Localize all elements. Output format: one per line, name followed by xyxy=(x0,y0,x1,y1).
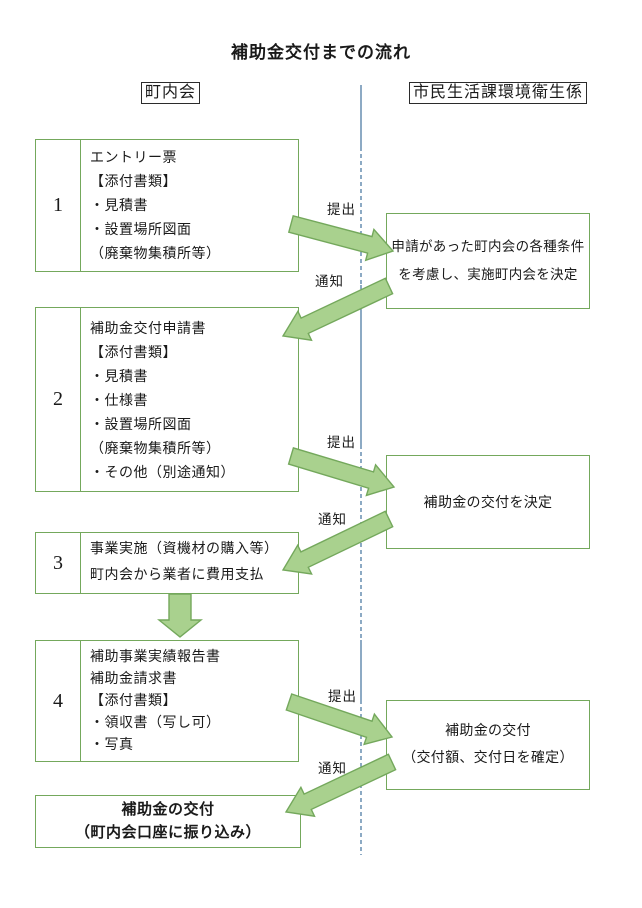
step-line: ・設置場所図面 xyxy=(90,418,192,433)
arrow-label-notify-1: 通知 xyxy=(315,274,344,289)
step-number: 1 xyxy=(36,140,81,271)
step-line: ・見積書 xyxy=(90,199,148,214)
step-line: 補助金請求書 xyxy=(90,672,177,687)
arrow-label-notify-2: 通知 xyxy=(318,512,347,527)
arrow-down-step3-to-step4 xyxy=(157,593,203,638)
arrow-submit-2 xyxy=(287,447,396,497)
step-number: 3 xyxy=(36,533,81,593)
arrow-submit-1 xyxy=(287,214,395,262)
office-box-grant-payment: 補助金の交付 （交付額、交付日を確定） xyxy=(386,700,590,790)
step-line: ・写真 xyxy=(90,738,134,753)
step-line: ・設置場所図面 xyxy=(90,223,192,238)
office-box-line: （交付額、交付日を確定） xyxy=(402,751,574,766)
step-content: 補助金交付申請書 【添付書類】 ・見積書 ・仕様書 ・設置場所図面 （廃棄物集積… xyxy=(81,308,298,491)
step-box-3: 3 事業実施（資機材の購入等） 町内会から業者に費用支払 xyxy=(35,532,299,594)
step-content: エントリー票 【添付書類】 ・見積書 ・設置場所図面 （廃棄物集積所等） xyxy=(81,140,298,271)
step-line: ・領収書（写し可） xyxy=(90,716,221,731)
final-box-line: 補助金の交付 xyxy=(121,801,215,818)
step-content: 補助事業実績報告書 補助金請求書 【添付書類】 ・領収書（写し可） ・写真 xyxy=(81,641,298,761)
step-line: エントリー票 xyxy=(90,151,177,166)
step-line: 補助事業実績報告書 xyxy=(90,650,221,665)
step-line: 【添付書類】 xyxy=(90,346,177,361)
step-line: （廃棄物集積所等） xyxy=(90,247,221,262)
page-title: 補助金交付までの流れ xyxy=(231,43,411,62)
office-box-decide-association: 申請があった町内会の各種条件 を考慮し、実施町内会を決定 xyxy=(386,213,590,309)
office-box-line: 補助金の交付を決定 xyxy=(423,496,553,511)
office-box-line: 申請があった町内会の各種条件 xyxy=(391,239,585,254)
arrow-label-submit-2: 提出 xyxy=(327,435,356,450)
step-box-4: 4 補助事業実績報告書 補助金請求書 【添付書類】 ・領収書（写し可） ・写真 xyxy=(35,640,299,762)
final-grant-box: 補助金の交付 （町内会口座に振り込み） xyxy=(35,795,301,848)
step-box-1: 1 エントリー票 【添付書類】 ・見積書 ・設置場所図面 （廃棄物集積所等） xyxy=(35,139,299,272)
column-header-neighborhood-association: 町内会 xyxy=(141,82,201,104)
office-box-decide-grant: 補助金の交付を決定 xyxy=(386,455,590,549)
office-box-line: を考慮し、実施町内会を決定 xyxy=(398,267,578,282)
office-box-line: 補助金の交付 xyxy=(445,724,531,739)
step-line: 【添付書類】 xyxy=(90,694,177,709)
step-number: 2 xyxy=(36,308,81,491)
step-number: 4 xyxy=(36,641,81,761)
step-box-2: 2 補助金交付申請書 【添付書類】 ・見積書 ・仕様書 ・設置場所図面 （廃棄物… xyxy=(35,307,299,492)
arrow-label-submit-1: 提出 xyxy=(327,202,356,217)
column-header-city-department: 市民生活課環境衛生係 xyxy=(409,82,588,104)
step-line: 補助金交付申請書 xyxy=(90,322,206,337)
step-line: ・その他（別途通知） xyxy=(90,466,235,481)
arrow-label-submit-3: 提出 xyxy=(328,689,357,704)
final-box-line: （町内会口座に振り込み） xyxy=(74,824,261,841)
step-content: 事業実施（資機材の購入等） 町内会から業者に費用支払 xyxy=(81,533,298,593)
step-line: ・仕様書 xyxy=(90,394,148,409)
arrow-label-notify-3: 通知 xyxy=(318,761,347,776)
step-line: 町内会から業者に費用支払 xyxy=(90,568,264,583)
step-line: 【添付書類】 xyxy=(90,175,177,190)
step-line: （廃棄物集積所等） xyxy=(90,442,221,457)
step-line: ・見積書 xyxy=(90,370,148,385)
step-line: 事業実施（資機材の購入等） xyxy=(90,542,279,557)
